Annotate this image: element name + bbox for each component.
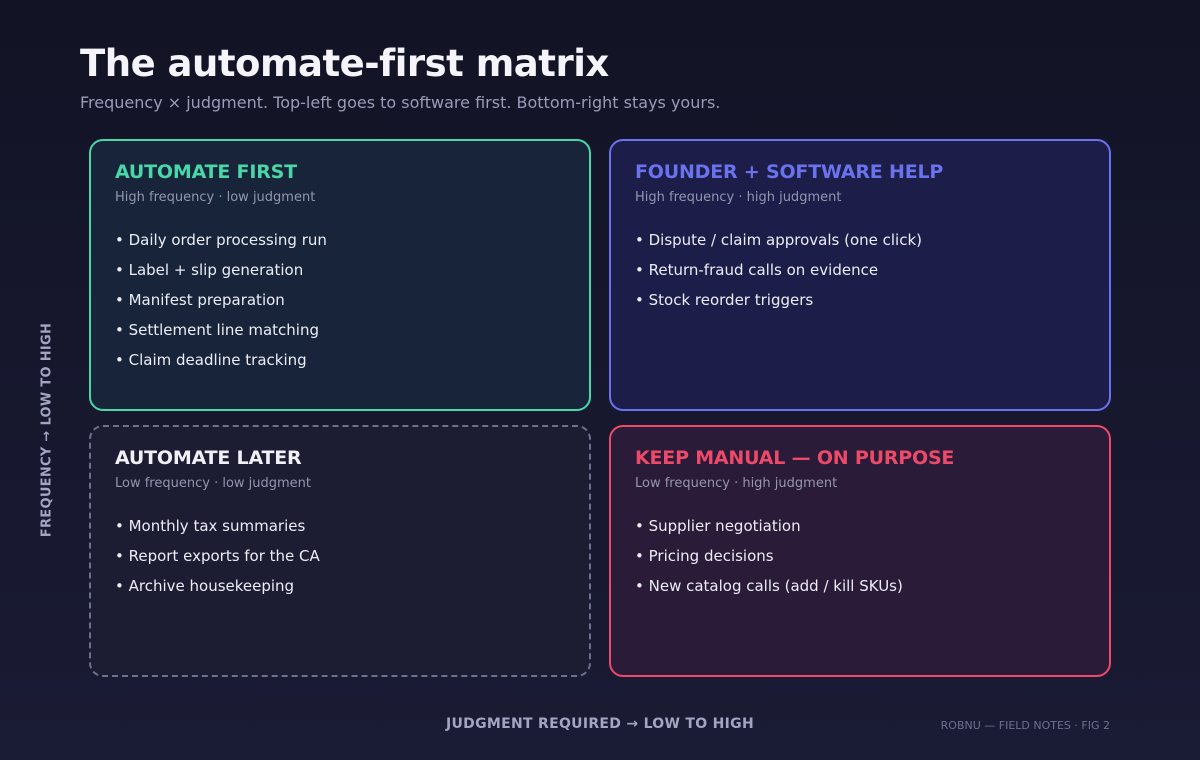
quadrant-heading: KEEP MANUAL — ON PURPOSE	[635, 447, 955, 469]
quadrant-heading: AUTOMATE LATER	[115, 447, 302, 469]
task-item: • Monthly tax summaries	[115, 517, 306, 535]
quadrant-task-list: • Supplier negotiation • Pricing decisio…	[635, 511, 1085, 601]
task-item: • Archive housekeeping	[115, 577, 295, 595]
task-item: • Daily order processing run	[115, 231, 327, 249]
task-item: • Report exports for the CA	[115, 547, 320, 565]
task-item: • Return-fraud calls on evidence	[635, 261, 879, 279]
x-axis-label: JUDGMENT REQUIRED → LOW TO HIGH	[446, 716, 754, 732]
footer-credit: ROBNU — FIELD NOTES · FIG 2	[940, 719, 1110, 732]
task-item: • Supplier negotiation	[635, 517, 801, 535]
page-subtitle: Frequency × judgment. Top-left goes to s…	[80, 93, 721, 112]
quadrant-task-list: • Daily order processing run • Label + s…	[115, 225, 565, 375]
task-item: • Claim deadline tracking	[115, 351, 307, 369]
page-title: The automate-first matrix	[80, 42, 609, 85]
quadrant-founder-software-help: FOUNDER + SOFTWARE HELP High frequency ·…	[609, 139, 1111, 411]
quadrant-subheading: Low frequency · low judgment	[115, 476, 312, 491]
task-item: • Manifest preparation	[115, 291, 285, 309]
quadrant-subheading: High frequency · low judgment	[115, 190, 316, 205]
quadrant-task-list: • Dispute / claim approvals (one click) …	[635, 225, 1085, 315]
task-item: • Stock reorder triggers	[635, 291, 814, 309]
quadrant-subheading: High frequency · high judgment	[635, 190, 842, 205]
y-axis-label: FREQUENCY → LOW TO HIGH	[39, 322, 55, 538]
task-item: • New catalog calls (add / kill SKUs)	[635, 577, 903, 595]
quadrant-heading: AUTOMATE FIRST	[115, 161, 297, 183]
quadrant-automate-later: AUTOMATE LATER Low frequency · low judgm…	[89, 425, 591, 677]
task-item: • Settlement line matching	[115, 321, 319, 339]
task-item: • Label + slip generation	[115, 261, 304, 279]
task-item: • Pricing decisions	[635, 547, 774, 565]
quadrant-task-list: • Monthly tax summaries • Report exports…	[115, 511, 565, 601]
quadrant-heading: FOUNDER + SOFTWARE HELP	[635, 161, 944, 183]
quadrant-subheading: Low frequency · high judgment	[635, 476, 838, 491]
task-item: • Dispute / claim approvals (one click)	[635, 231, 922, 249]
quadrant-keep-manual: KEEP MANUAL — ON PURPOSE Low frequency ·…	[609, 425, 1111, 677]
quadrant-automate-first: AUTOMATE FIRST High frequency · low judg…	[89, 139, 591, 411]
